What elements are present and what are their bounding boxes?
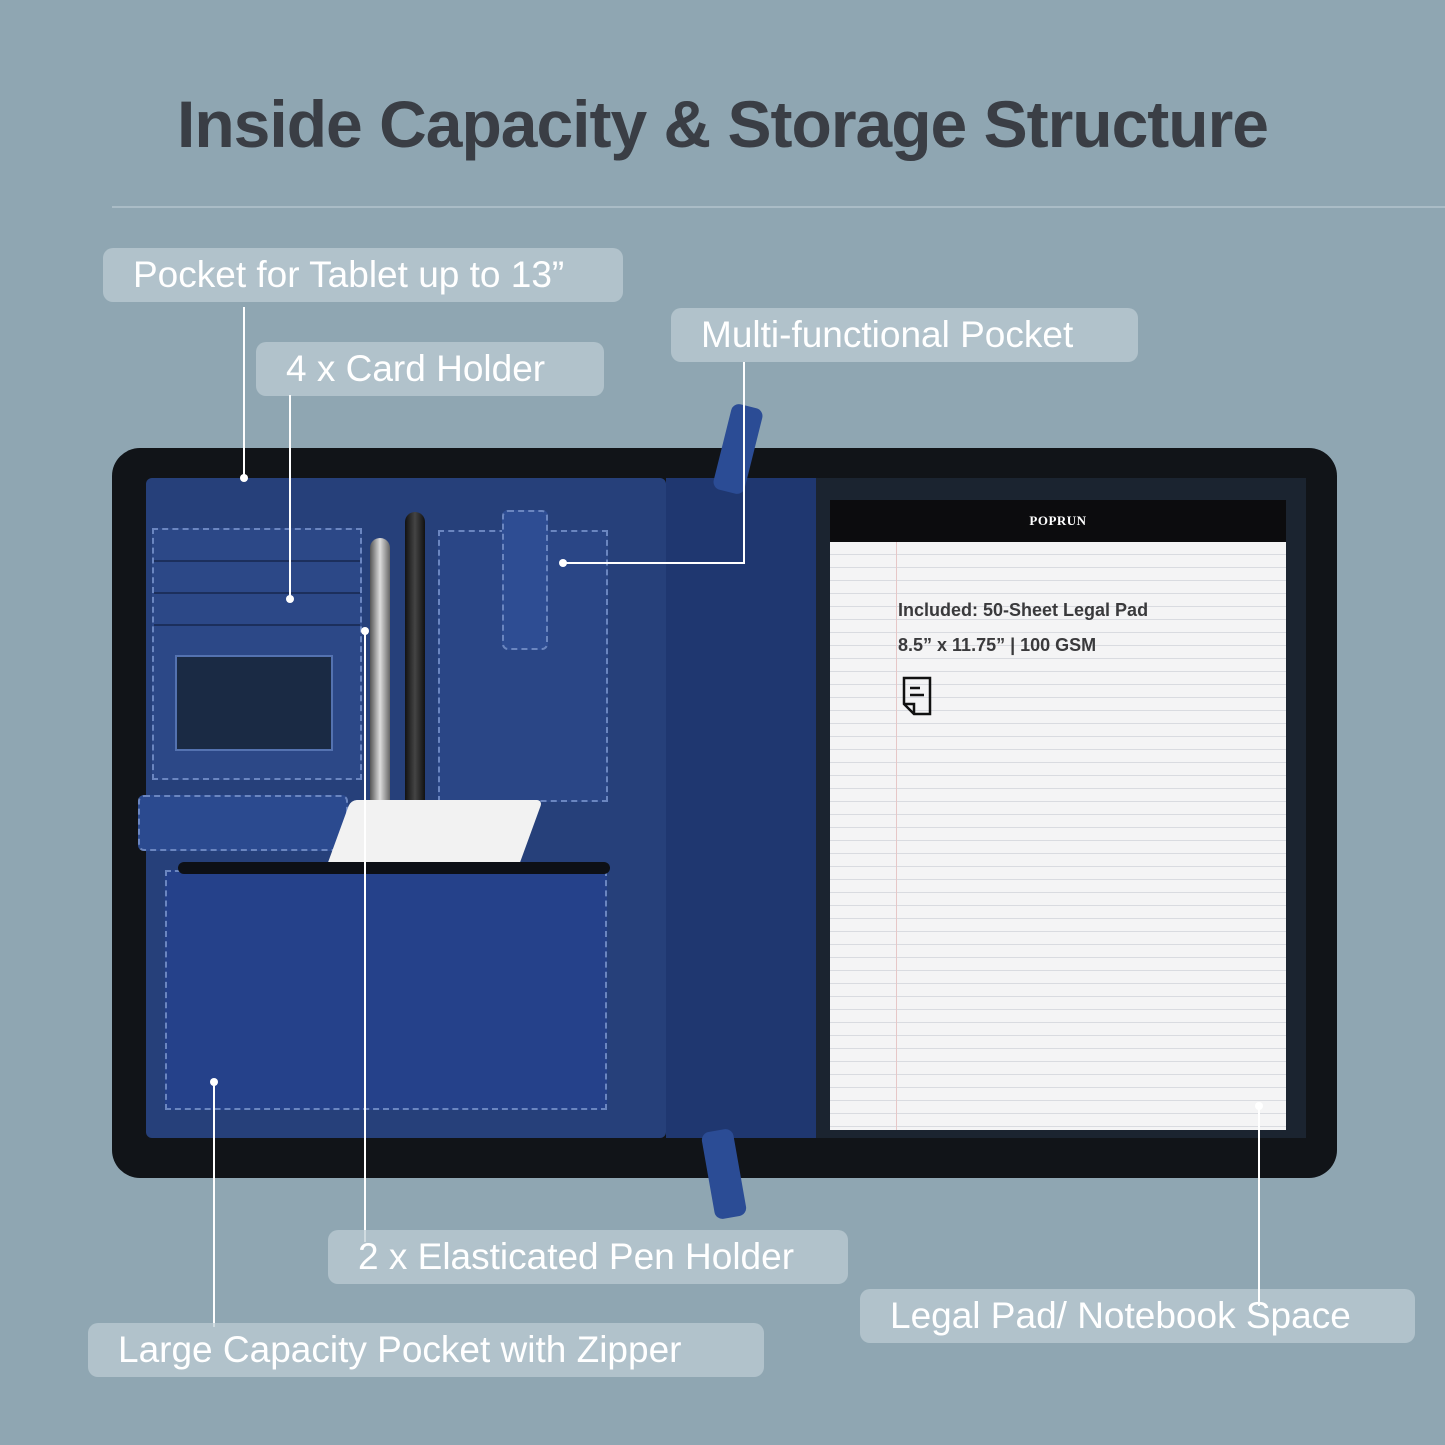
anchor-zip-pocket	[210, 1078, 218, 1086]
pad-margin-line	[896, 542, 897, 1130]
anchor-card-holder	[286, 595, 294, 603]
pad-ruled-lines	[830, 542, 1286, 1130]
pocket-tab	[502, 510, 548, 650]
document-icon	[902, 676, 932, 716]
leader-zip-pocket	[213, 1082, 215, 1327]
paper-cards	[325, 800, 543, 870]
callout-tablet-pocket: Pocket for Tablet up to 13”	[103, 248, 623, 302]
pen-silver	[370, 538, 390, 833]
leader-legal-pad	[1258, 1106, 1260, 1306]
pad-included-text: Included: 50-Sheet Legal Pad	[898, 600, 1149, 620]
pen-black	[405, 512, 425, 827]
callout-multi-pocket: Multi-functional Pocket	[671, 308, 1138, 362]
callout-card-holder: 4 x Card Holder	[256, 342, 604, 396]
leader-card-holder	[289, 395, 291, 598]
anchor-multi-pocket	[559, 559, 567, 567]
pad-size-text: 8.5” x 11.75” | 100 GSM	[898, 635, 1097, 655]
leader-tablet-pocket	[243, 307, 245, 477]
anchor-legal-pad	[1255, 1102, 1263, 1110]
anchor-tablet-pocket	[240, 474, 248, 482]
id-window	[175, 655, 333, 751]
pad-brand: POPRUN	[830, 500, 1286, 542]
callout-legal-pad: Legal Pad/ Notebook Space	[860, 1289, 1415, 1343]
leader-multi-pocket-h	[563, 562, 745, 564]
anchor-pen-holder	[361, 627, 369, 635]
page-title: Inside Capacity & Storage Structure	[177, 87, 1269, 161]
leader-pen-holder	[364, 630, 366, 1242]
callout-zip-pocket: Large Capacity Pocket with Zipper	[88, 1323, 764, 1377]
spine-panel	[666, 478, 816, 1138]
pocket-zipper	[178, 862, 610, 874]
zipper-pocket	[165, 870, 607, 1110]
leader-multi-pocket	[743, 362, 745, 564]
closure-strap	[138, 795, 348, 851]
callout-pen-holder: 2 x Elasticated Pen Holder	[328, 1230, 848, 1284]
legal-pad: POPRUN Included: 50-Sheet Legal Pad 8.5”…	[830, 500, 1286, 1130]
title-divider	[112, 206, 1445, 208]
